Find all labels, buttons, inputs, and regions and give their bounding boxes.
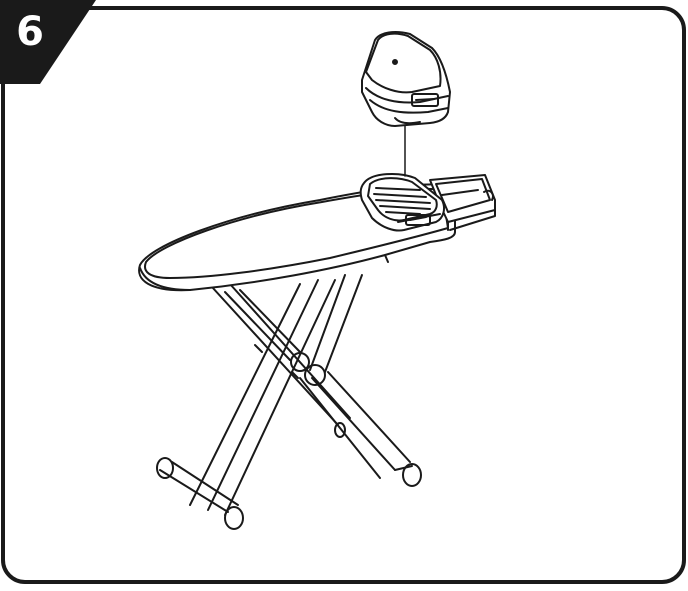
- step-number: 6: [16, 9, 44, 55]
- iron-rest-icon: [359, 173, 445, 232]
- steam-iron-icon: [361, 31, 451, 127]
- board-legs: [156, 274, 422, 530]
- step-tab-icon: [0, 0, 96, 84]
- panel-border: [1, 6, 686, 584]
